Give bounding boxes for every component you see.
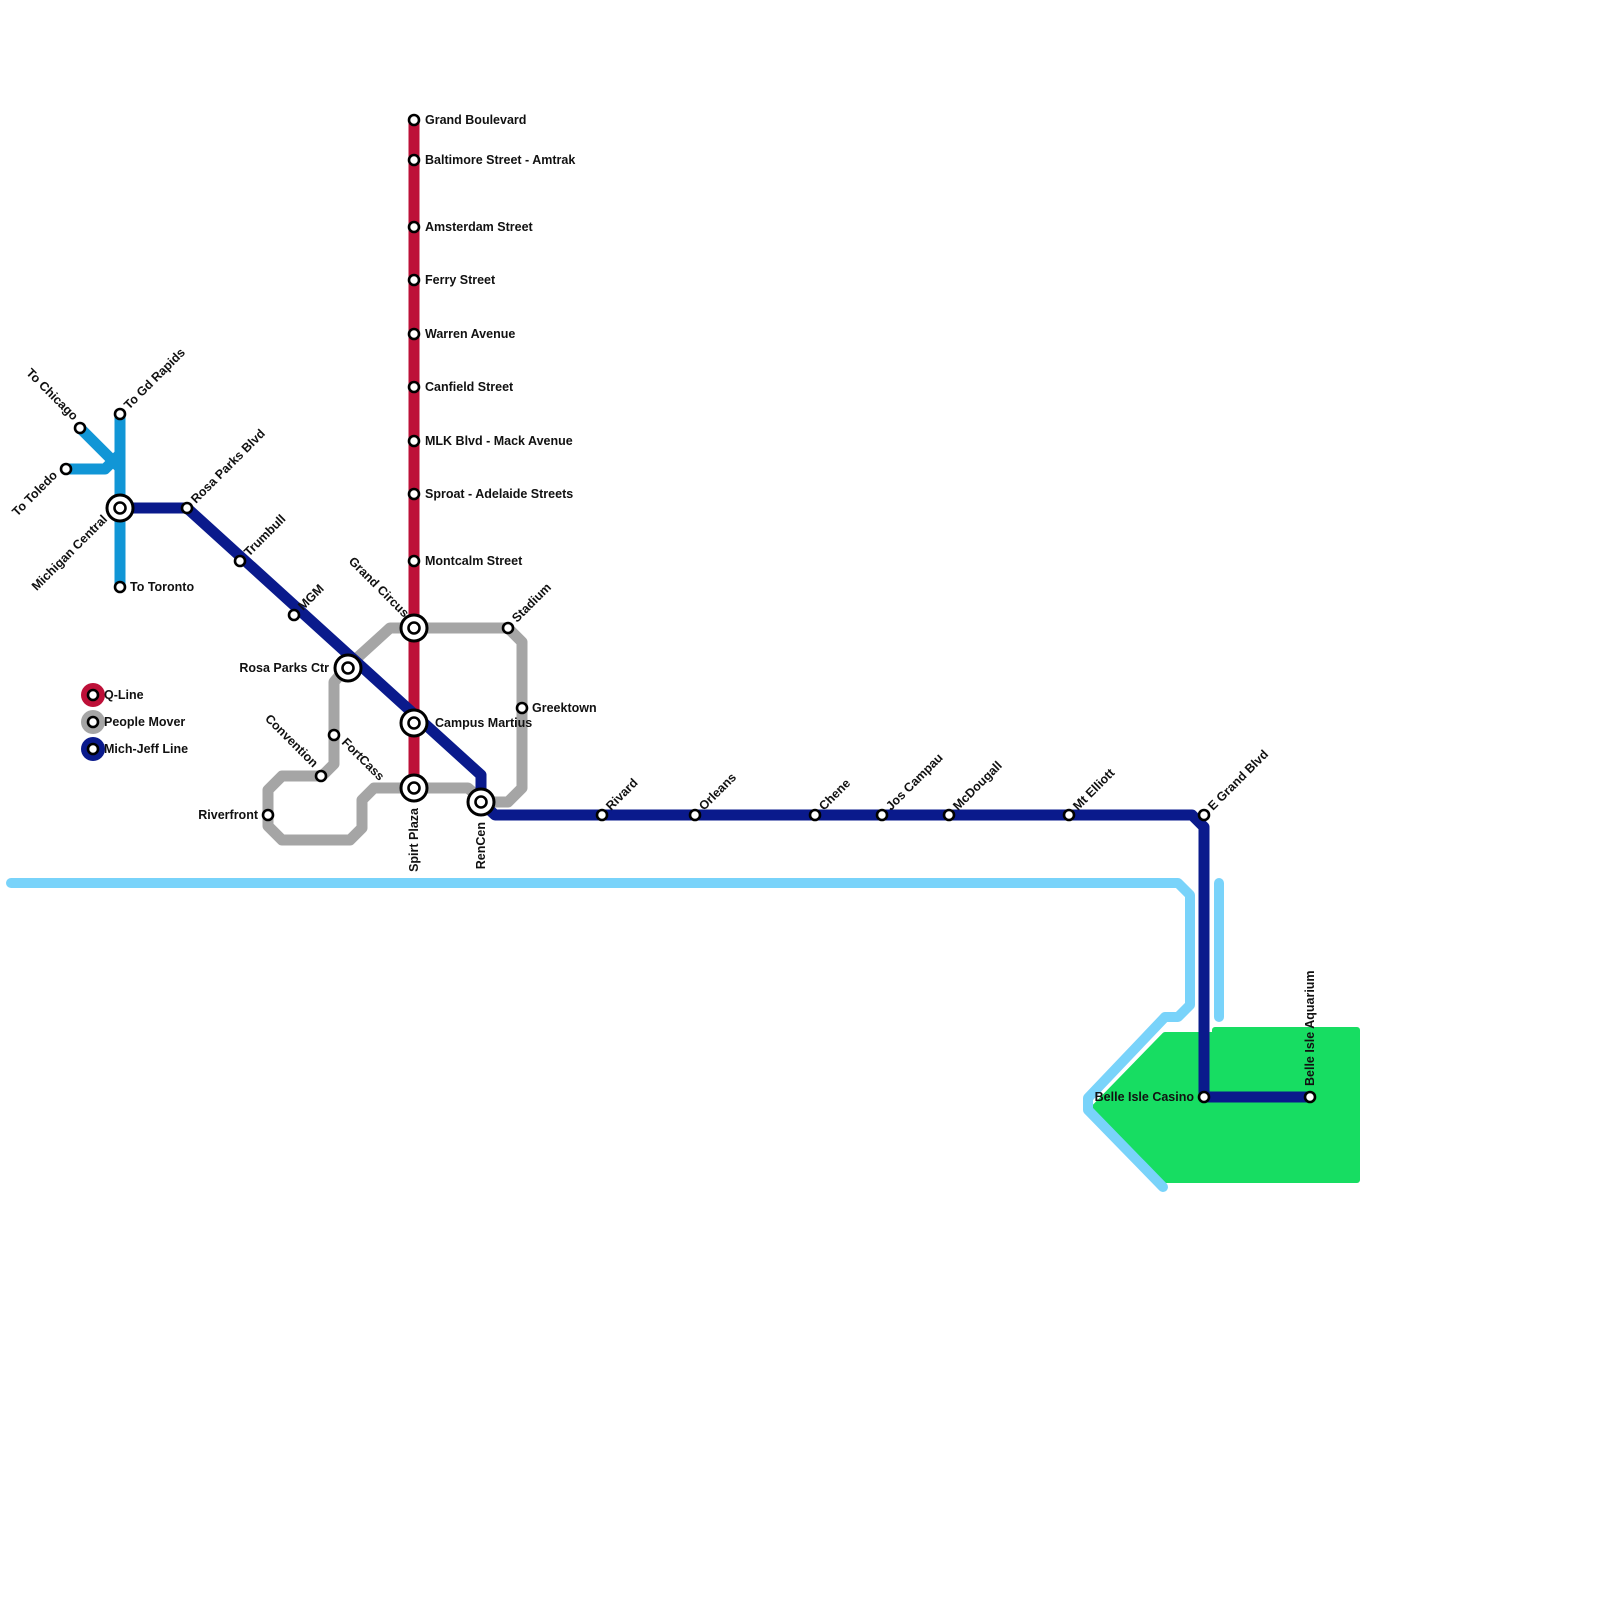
detroit-river (6, 878, 1195, 1192)
station-ferry[interactable] (407, 273, 421, 287)
legend-item-q-line: Q-Line (81, 683, 144, 707)
station-warren[interactable] (407, 327, 421, 341)
station-grand-boulevard[interactable] (407, 113, 421, 127)
label-trumbull: Trumbull (241, 512, 288, 559)
legend-label-people-mover: People Mover (104, 715, 185, 729)
label-belle-isle-casino: Belle Isle Casino (1095, 1090, 1195, 1104)
label-rivard: Rivard (603, 776, 640, 813)
interchange-rencen[interactable] (466, 787, 496, 817)
label-michigan-central: Michigan Central (29, 512, 110, 593)
label-orleans: Orleans (696, 770, 739, 813)
station-canfield[interactable] (407, 380, 421, 394)
interchange-michigan-central[interactable] (105, 493, 135, 523)
station-mgm[interactable] (287, 608, 301, 622)
label-rosa-parks-ctr: Rosa Parks Ctr (239, 661, 329, 675)
station-rivard[interactable] (595, 808, 609, 822)
station-mlk[interactable] (407, 434, 421, 448)
legend-label-q-line: Q-Line (104, 688, 144, 702)
interchange-campus-martius[interactable] (399, 708, 429, 738)
station-e-grand-blvd[interactable] (1197, 808, 1211, 822)
station-mt-elliott[interactable] (1062, 808, 1076, 822)
label-rencen: RenCen (474, 822, 488, 869)
label-campus-martius: Campus Martius (435, 716, 532, 730)
station-orleans[interactable] (688, 808, 702, 822)
label-convention: Convention (262, 712, 321, 771)
legend: Q-Line People Mover Mich-Jeff Line (81, 683, 188, 761)
station-montcalm[interactable] (407, 554, 421, 568)
station-belle-isle-aquarium[interactable] (1303, 1090, 1317, 1104)
station-stadium[interactable] (501, 621, 515, 635)
label-grand-circus: Grand Circus (346, 554, 412, 620)
label-mcdougall: McDougall (950, 759, 1005, 814)
legend-item-mich-jeff: Mich-Jeff Line (81, 737, 188, 761)
station-rosa-parks-blvd[interactable] (180, 501, 194, 515)
label-greektown: Greektown (532, 701, 597, 715)
station-greektown[interactable] (515, 701, 529, 715)
station-to-toronto[interactable] (113, 580, 127, 594)
interchange-grand-circus[interactable] (399, 613, 429, 643)
label-chene: Chene (816, 776, 853, 813)
label-to-gd-rapids: To Gd Rapids (121, 345, 188, 412)
label-to-chicago: To Chicago (23, 366, 81, 424)
label-jos-campau: Jos Campau (883, 751, 945, 813)
station-belle-isle-casino[interactable] (1197, 1090, 1211, 1104)
label-warren: Warren Avenue (425, 327, 515, 341)
station-mcdougall[interactable] (942, 808, 956, 822)
station-convention[interactable] (314, 769, 328, 783)
station-fortcass[interactable] (327, 728, 341, 742)
interchange-rosa-parks-ctr[interactable] (333, 653, 363, 683)
station-sproat[interactable] (407, 487, 421, 501)
station-amsterdam[interactable] (407, 220, 421, 234)
station-baltimore[interactable] (407, 153, 421, 167)
label-ferry: Ferry Street (425, 273, 496, 287)
legend-item-people-mover: People Mover (81, 710, 185, 734)
label-fortcass: FortCass (339, 735, 387, 783)
station-riverfront[interactable] (261, 808, 275, 822)
mich-jeff-line (114, 502, 1316, 1103)
label-canfield: Canfield Street (425, 380, 514, 394)
legend-label-mich-jeff: Mich-Jeff Line (104, 742, 188, 756)
station-to-toledo[interactable] (59, 462, 73, 476)
label-amsterdam: Amsterdam Street (425, 220, 534, 234)
label-montcalm: Montcalm Street (425, 554, 523, 568)
station-trumbull[interactable] (233, 554, 247, 568)
label-mgm: MGM (295, 582, 327, 614)
label-grand-boulevard: Grand Boulevard (425, 113, 526, 127)
label-to-toronto: To Toronto (130, 580, 194, 594)
label-rosa-parks-blvd: Rosa Parks Blvd (188, 426, 268, 506)
label-riverfront: Riverfront (198, 808, 259, 822)
station-jos-campau[interactable] (875, 808, 889, 822)
station-to-chicago[interactable] (73, 421, 87, 435)
label-e-grand-blvd: E Grand Blvd (1205, 747, 1271, 813)
interchange-spirit-plaza[interactable] (399, 773, 429, 803)
label-stadium: Stadium (509, 580, 554, 625)
station-to-gd-rapids[interactable] (113, 407, 127, 421)
label-to-toledo: To Toledo (9, 468, 60, 519)
label-spirit-plaza: Spirt Plaza (407, 807, 421, 872)
label-mt-elliott: Mt Elliott (1070, 765, 1118, 813)
label-sproat: Sproat - Adelaide Streets (425, 487, 573, 501)
label-baltimore: Baltimore Street - Amtrak (425, 153, 575, 167)
label-mlk: MLK Blvd - Mack Avenue (425, 434, 573, 448)
label-belle-isle-aquarium: Belle Isle Aquarium (1303, 970, 1317, 1086)
station-chene[interactable] (808, 808, 822, 822)
